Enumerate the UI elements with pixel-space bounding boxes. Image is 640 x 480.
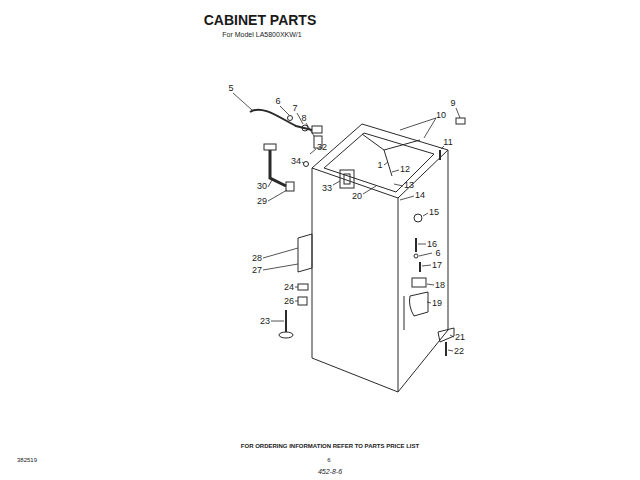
callout-number: 12 xyxy=(400,165,410,174)
callout-number: 5 xyxy=(228,84,233,93)
leveling-leg xyxy=(285,310,287,332)
clip xyxy=(456,118,465,124)
clip xyxy=(298,297,307,305)
callout-number: 32 xyxy=(317,143,327,152)
callout-number: 21 xyxy=(455,333,465,342)
screw xyxy=(445,342,447,356)
callout-number: 13 xyxy=(404,181,414,190)
callout-number: 22 xyxy=(454,347,464,356)
bracket-33 xyxy=(344,174,350,184)
callout-number: 7 xyxy=(292,104,297,113)
clip xyxy=(298,284,308,290)
screw xyxy=(439,150,441,160)
footer-note: 452-8-6 xyxy=(318,468,342,475)
model-number: For Model LA5800XKW/1 xyxy=(222,31,301,38)
bracket-33 xyxy=(340,170,354,188)
washer xyxy=(288,116,293,121)
bracket-19 xyxy=(410,292,429,316)
callout-number: 9 xyxy=(450,99,455,108)
callout-number: 29 xyxy=(257,197,267,206)
hose xyxy=(250,110,312,130)
callout-number: 28 xyxy=(252,254,262,263)
callout-number: 27 xyxy=(252,266,262,275)
foot-pad xyxy=(279,332,293,338)
leader-lines xyxy=(233,93,460,351)
callout-number: 24 xyxy=(284,283,294,292)
brace xyxy=(384,150,392,176)
callout-number: 16 xyxy=(427,240,437,249)
pipe xyxy=(270,150,286,186)
callout-number: 17 xyxy=(432,261,442,270)
clip xyxy=(412,278,426,287)
callout-number: 8 xyxy=(301,114,306,123)
screw xyxy=(415,238,417,252)
cabinet-top xyxy=(312,124,448,198)
callout-number: 6 xyxy=(435,249,440,258)
footer-note: 6 xyxy=(327,457,330,463)
callout-number: 20 xyxy=(352,192,362,201)
cabinet-opening xyxy=(324,133,434,192)
cabinet-front xyxy=(312,168,398,392)
footer-note: 382519 xyxy=(17,457,37,463)
callout-number: 30 xyxy=(257,182,267,191)
washer xyxy=(414,254,418,258)
washer xyxy=(302,125,308,131)
screw xyxy=(419,262,421,272)
side-bracket xyxy=(298,234,312,272)
cabinet-side xyxy=(398,150,448,392)
screw xyxy=(304,162,309,167)
callout-number: 6 xyxy=(275,97,280,106)
callout-number: 26 xyxy=(284,297,294,306)
footer-note: FOR ORDERING INFORMATION REFER TO PARTS … xyxy=(241,443,419,449)
page-title: CABINET PARTS xyxy=(204,13,317,27)
callout-number: 15 xyxy=(429,208,439,217)
pipe-cap xyxy=(264,144,276,150)
callout-number: 18 xyxy=(435,281,445,290)
callout-number: 14 xyxy=(415,191,425,200)
cabinet-edge xyxy=(404,296,405,330)
hose-fitting xyxy=(312,126,322,133)
callout-number: 10 xyxy=(436,111,446,120)
callout-number: 11 xyxy=(443,138,452,147)
callout-number: 34 xyxy=(291,157,301,166)
callout-number: 33 xyxy=(322,184,332,193)
bracket-21 xyxy=(438,328,454,342)
callout-number: 19 xyxy=(432,299,442,308)
brace xyxy=(362,134,420,150)
callout-number: 1 xyxy=(377,161,382,170)
plug xyxy=(414,214,422,222)
clip xyxy=(286,182,294,191)
callout-number: 23 xyxy=(260,317,270,326)
